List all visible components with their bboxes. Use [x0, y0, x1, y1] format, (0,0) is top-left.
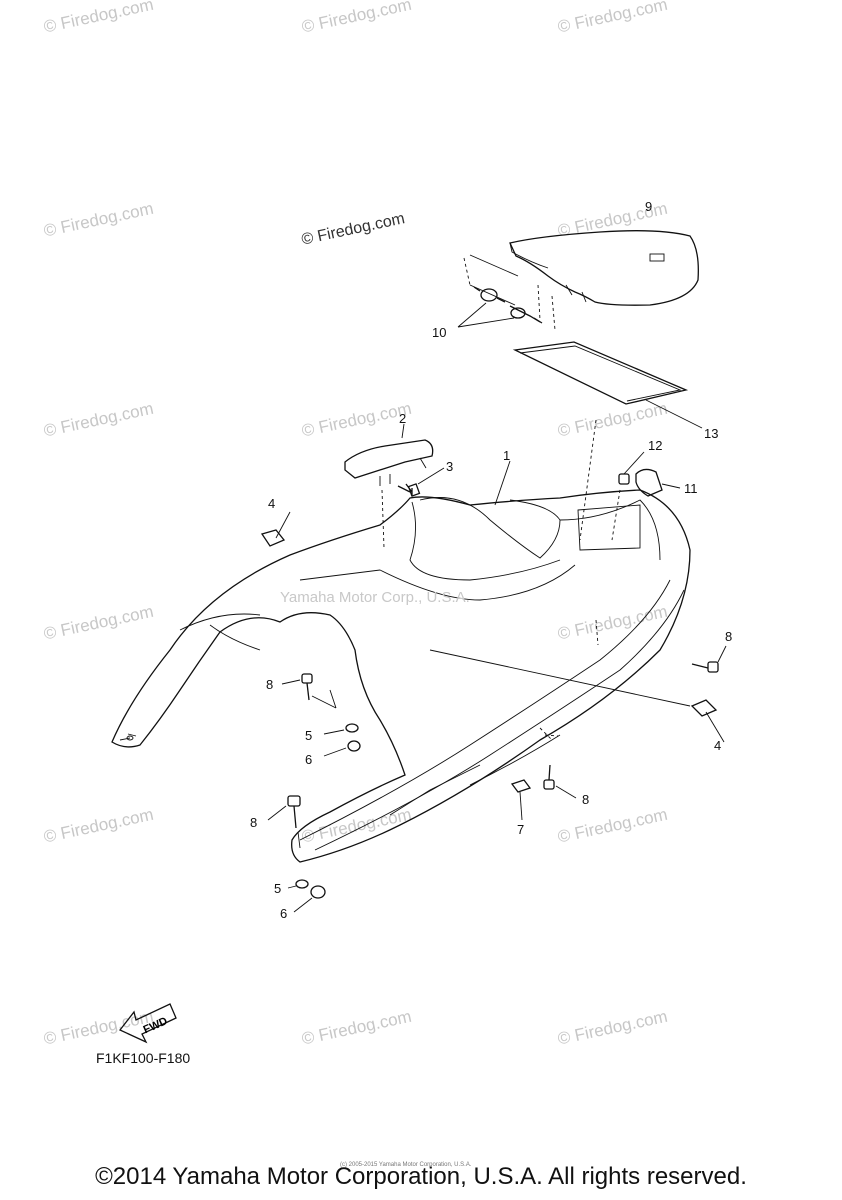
part-8-bolt-b	[429, 645, 727, 707]
part-labels: 1 2 3 4 4 5 5 6 6 7 8 8 8 8 9 10 11 12 1…	[250, 199, 732, 921]
label-12: 12	[648, 438, 662, 453]
label-4: 4	[714, 738, 721, 753]
part-9-seat-cover	[509, 230, 699, 306]
label-4: 4	[268, 496, 275, 511]
part-3-screw	[397, 467, 445, 497]
part-11-latch	[635, 468, 681, 497]
label-11: 11	[684, 481, 698, 496]
fwd-arrow-icon: FWD	[118, 1003, 177, 1044]
label-6: 6	[280, 906, 287, 921]
diagram-code: F1KF100-F180	[96, 1050, 191, 1066]
label-5: 5	[305, 728, 312, 743]
label-8: 8	[725, 629, 732, 644]
part-4-clip-left	[260, 511, 291, 547]
part-8-bolt-a	[281, 673, 337, 709]
label-2: 2	[399, 411, 406, 426]
label-5: 5	[274, 881, 281, 896]
part-4-clip-right	[690, 699, 725, 743]
label-8: 8	[250, 815, 257, 830]
small-credit: (c) 2005-2015 Yamaha Motor Corporation, …	[340, 1162, 472, 1168]
label-10: 10	[432, 325, 446, 340]
part-2-cover	[344, 423, 434, 549]
label-9: 9	[645, 199, 652, 214]
label-8: 8	[582, 792, 589, 807]
label-7: 7	[517, 822, 524, 837]
part-5-washer-b	[287, 879, 309, 889]
part-8-bolt-d	[267, 795, 301, 849]
label-1: 1	[503, 448, 510, 463]
part-6-nut-b	[293, 885, 326, 913]
part-12-grommet	[611, 451, 645, 541]
part-8-bolt-c	[543, 764, 577, 799]
label-3: 3	[446, 459, 453, 474]
label-6: 6	[305, 752, 312, 767]
label-13: 13	[704, 426, 718, 441]
fwd-label: FWD	[142, 1015, 170, 1036]
part-13-mat	[512, 341, 703, 541]
center-watermark: Yamaha Motor Corp., U.S.A.	[280, 589, 470, 606]
part-5-washer-a	[323, 723, 359, 735]
part-10-latch	[457, 254, 556, 331]
part-7-clip	[510, 779, 532, 821]
copyright-footer: ©2014 Yamaha Motor Corporation, U.S.A. A…	[95, 1163, 747, 1190]
part-1-body	[111, 460, 691, 863]
label-8: 8	[266, 677, 273, 692]
part-6-nut-a	[323, 740, 361, 757]
